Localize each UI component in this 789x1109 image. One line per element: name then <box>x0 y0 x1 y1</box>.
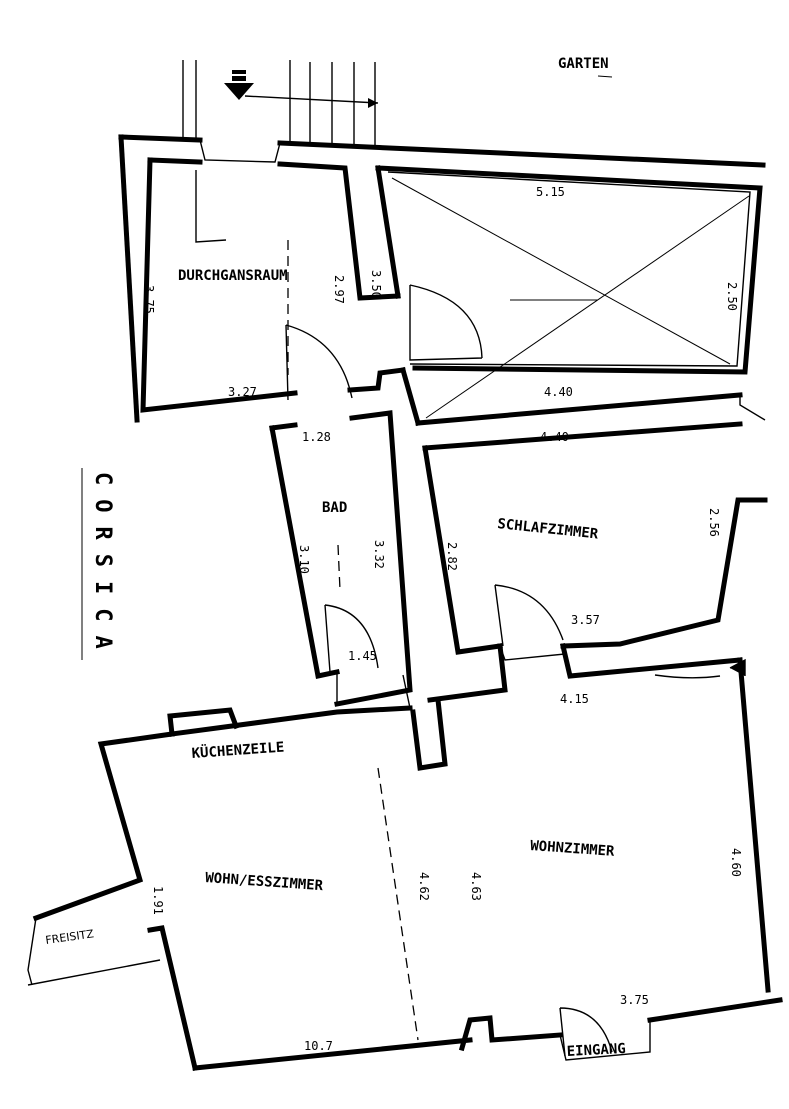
dim-passage-right: 2.97 <box>332 275 346 304</box>
passage-room-label: DURCHGANSRAUM <box>178 268 288 284</box>
dim-living-left: 4.63 <box>469 872 483 901</box>
dim-bedroom-right: 2.56 <box>707 508 721 537</box>
dim-bedroom-bottom: 3.57 <box>571 613 600 627</box>
dim-living-bottom: 3.75 <box>620 993 649 1007</box>
garden-label: GARTEN <box>558 56 609 72</box>
terrace-label: FREISITZ <box>45 927 95 947</box>
bath-label: BAD <box>322 500 347 516</box>
dim-living-top: 4.15 <box>560 692 589 706</box>
dim-bedroom-top: 4.40 <box>540 430 569 444</box>
dim-terrace-wall: 1.91 <box>151 886 165 915</box>
dim-bath-left: 3.10 <box>297 545 311 574</box>
dim-bath-right: 3.32 <box>372 540 386 569</box>
bedroom-label: SCHLAFZIMMER <box>497 516 600 543</box>
living-dining-label: WOHN/ESSZIMMER <box>205 870 324 894</box>
dim-store-bottom: 4.40 <box>544 385 573 399</box>
entrance-label: EINGANG <box>566 1041 626 1060</box>
dim-store-right: 2.50 <box>725 282 739 311</box>
dim-passage-left: 3.75 <box>142 285 156 314</box>
dim-bath-bottom: 1.45 <box>348 649 377 663</box>
dim-store-left: 3.50 <box>369 270 383 299</box>
dim-dining-right: 4.62 <box>417 872 431 901</box>
dim-dining-bottom: 10.7 <box>304 1039 333 1053</box>
kitchenette-label: KÜCHENZEILE <box>191 738 285 762</box>
dim-living-right: 4.60 <box>729 848 743 877</box>
living-room-label: WOHNZIMMER <box>530 838 616 860</box>
dim-store-top: 5.15 <box>536 185 565 199</box>
dim-bath-top: 1.28 <box>302 430 331 444</box>
dimensions: 3.75 2.97 3.27 5.15 3.50 2.50 4.40 1.28 … <box>142 185 743 1053</box>
walls <box>27 134 783 1072</box>
dim-passage-width: 3.27 <box>228 385 257 399</box>
dim-bedroom-left: 2.82 <box>445 542 459 571</box>
down-arrow-icon <box>224 70 254 100</box>
street-label: CORSICA <box>90 472 115 663</box>
stairs <box>182 60 379 145</box>
doors <box>195 170 721 1057</box>
